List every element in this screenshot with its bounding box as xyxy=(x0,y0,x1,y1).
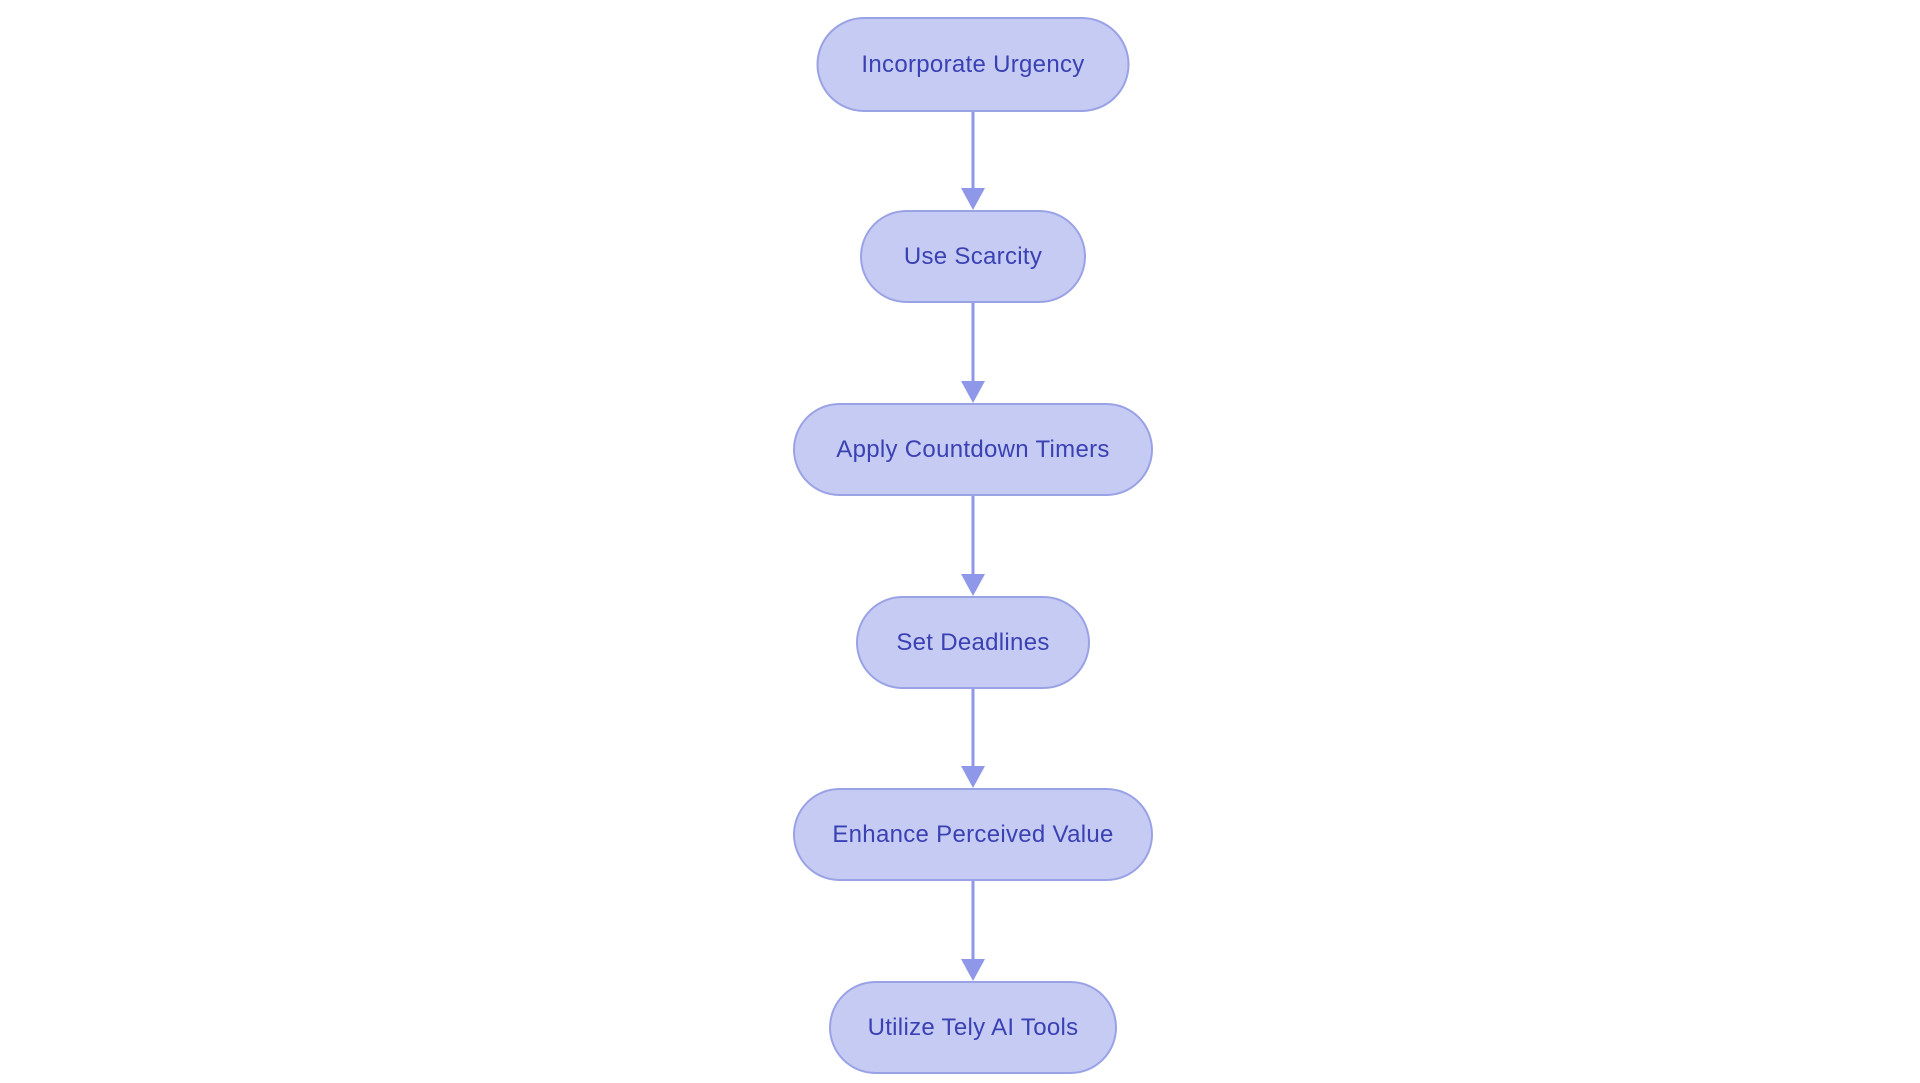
arrow-line xyxy=(971,303,975,385)
flow-node-label: Set Deadlines xyxy=(896,628,1050,656)
arrow-line xyxy=(971,881,975,963)
flow-node-label: Incorporate Urgency xyxy=(861,50,1085,78)
flow-node-label: Use Scarcity xyxy=(903,242,1043,270)
arrow-head xyxy=(961,959,985,981)
arrow-down-icon xyxy=(960,303,986,403)
flow-node-set-deadlines: Set Deadlines xyxy=(856,596,1090,689)
flow-node-enhance-perceived-value: Enhance Perceived Value xyxy=(793,788,1153,881)
arrow-down-icon xyxy=(960,112,986,210)
arrow-head xyxy=(961,766,985,788)
arrow-line xyxy=(971,496,975,578)
arrow-head xyxy=(961,188,985,210)
flow-node-label: Utilize Tely AI Tools xyxy=(867,1013,1079,1041)
arrow-down-icon xyxy=(960,496,986,596)
flow-node-incorporate-urgency: Incorporate Urgency xyxy=(816,17,1130,112)
arrow-head xyxy=(961,381,985,403)
arrow-down-icon xyxy=(960,689,986,788)
arrow-down-icon xyxy=(960,881,986,981)
flow-node-label: Apply Countdown Timers xyxy=(836,435,1110,463)
arrow-head xyxy=(961,574,985,596)
flow-node-utilize-tely-ai-tools: Utilize Tely AI Tools xyxy=(829,981,1117,1074)
flow-node-label: Enhance Perceived Value xyxy=(832,820,1114,848)
arrow-line xyxy=(971,112,975,192)
arrow-line xyxy=(971,689,975,770)
flow-node-use-scarcity: Use Scarcity xyxy=(860,210,1086,303)
flow-node-apply-countdown-timers: Apply Countdown Timers xyxy=(793,403,1153,496)
